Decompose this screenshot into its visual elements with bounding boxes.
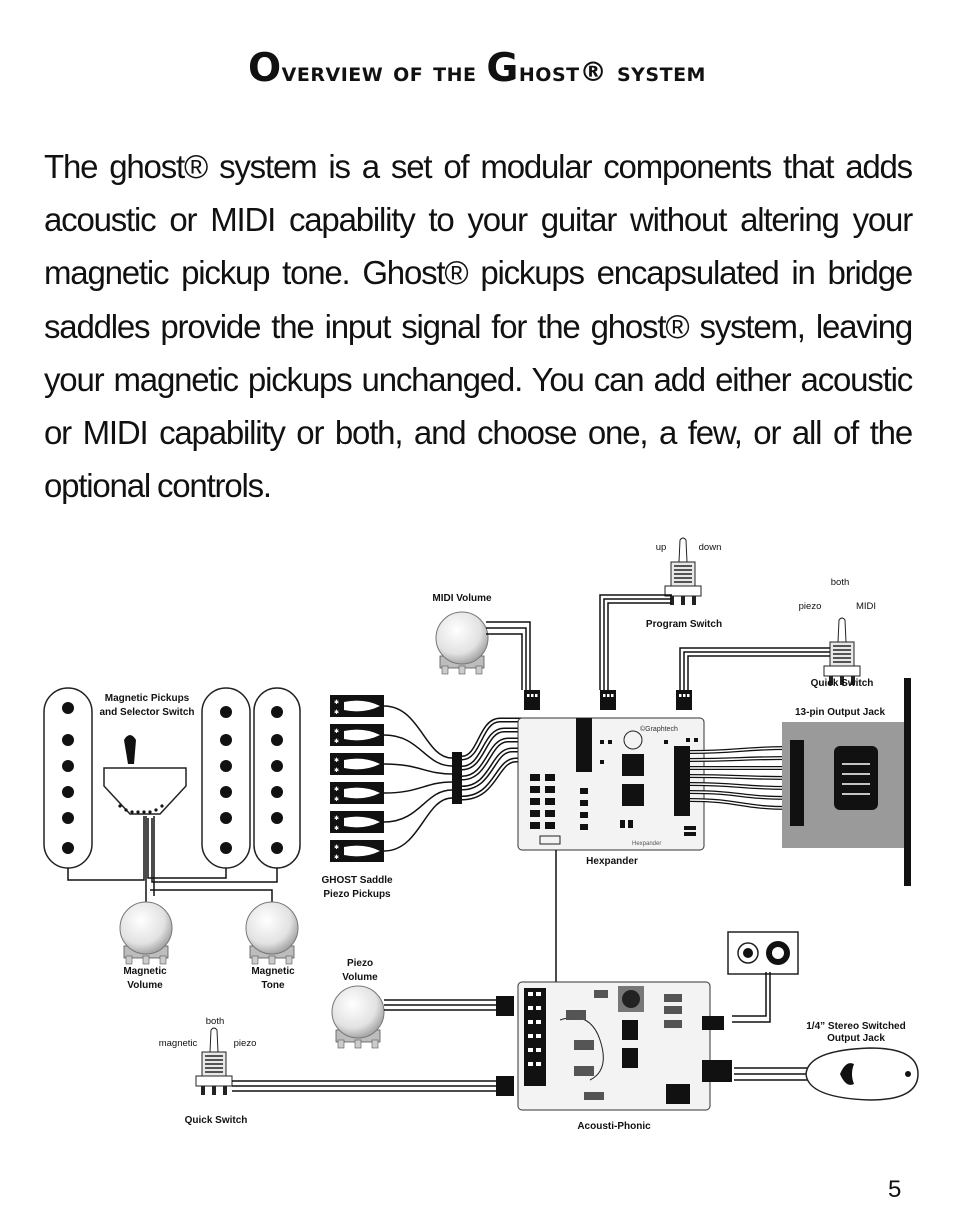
quick-switch-top-connector: [676, 690, 692, 710]
midi-volume-pot: [435, 611, 489, 675]
ghost-saddles: [330, 695, 384, 862]
magnetic-pickups-label-2: and Selector Switch: [99, 707, 194, 718]
piezo-volume-wires: [384, 999, 496, 1011]
magnetic-tone-pot: [245, 901, 299, 965]
acousti-phonic-label: Acousti-Phonic: [577, 1121, 651, 1132]
title-part-1: verview of the: [281, 57, 487, 88]
saddle-connector: [452, 752, 462, 804]
thirteen-pin-label: 13-pin Output Jack: [795, 707, 885, 718]
title-initial-g: G: [486, 46, 519, 91]
magnetic-pickups: [43, 687, 301, 869]
quick-switch-top-label: Quick Switch: [811, 678, 874, 689]
hexpander-brand-text: ©Graphtech: [640, 725, 678, 733]
piezo-volume-label-1: Piezo: [347, 958, 373, 969]
piezo-volume-pot: [331, 985, 385, 1049]
quick-switch-bottom-label: Quick Switch: [185, 1115, 248, 1126]
hexpander-board: ©Graphtech Hexpander: [517, 717, 705, 851]
stereo-jack-label-2: Output Jack: [827, 1033, 885, 1044]
magnetic-volume-label-1: Magnetic: [123, 966, 167, 977]
page-number: 5: [888, 1176, 902, 1203]
midi-volume-label: MIDI Volume: [432, 593, 492, 604]
midi-volume-connector: [524, 690, 540, 710]
program-switch-label: Program Switch: [646, 619, 722, 630]
magnetic-tone-label-2: Tone: [261, 980, 285, 991]
program-switch-connector: [600, 690, 616, 710]
title-initial-o: O: [248, 46, 282, 91]
hexpander-board-text: Hexpander: [632, 841, 661, 847]
ribbon-cable-right-highlight: [689, 747, 791, 809]
qs-bottom-magnetic-label: magnetic: [159, 1038, 198, 1049]
qs-top-both-label: both: [831, 577, 850, 588]
ribbon-cable-left-highlight: [461, 719, 576, 799]
program-up-label: up: [656, 542, 667, 553]
piezo-volume-connector: [496, 996, 514, 1016]
midi-volume-wires: [486, 621, 531, 690]
wiring-diagram: ✱ ✱: [43, 537, 919, 1132]
quick-switch-bottom-connector: [496, 1076, 514, 1096]
quick-switch-top-wires: [679, 647, 830, 690]
stereo-output-jack: [727, 931, 919, 1101]
quick-switch-bottom-wires: [232, 1080, 496, 1092]
magnetic-volume-label-2: Volume: [127, 980, 163, 991]
program-down-label: down: [699, 542, 722, 553]
saddle-wires: [383, 705, 453, 852]
title-part-2: host® system: [518, 57, 706, 88]
quick-switch-bottom: [195, 1027, 233, 1096]
thirteen-pin-output-jack: [782, 678, 911, 886]
ghost-saddle-label-1: GHOST Saddle: [321, 875, 393, 886]
intro-paragraph: The ghost® system is a set of modular co…: [44, 148, 913, 505]
pickup-wiring: [67, 816, 278, 902]
magnetic-volume-pot: [119, 901, 173, 965]
selector-switch: [103, 735, 187, 815]
hexpander-label: Hexpander: [586, 856, 638, 867]
qs-bottom-both-label: both: [206, 1016, 225, 1027]
qs-bottom-piezo-label: piezo: [234, 1038, 257, 1049]
ghost-saddle-label-2: Piezo Pickups: [323, 889, 391, 900]
qs-top-midi-label: MIDI: [856, 601, 876, 612]
qs-top-piezo-label: piezo: [799, 601, 822, 612]
magnetic-pickups-label-1: Magnetic Pickups: [105, 693, 190, 704]
stereo-jack-label-1: 1/4” Stereo Switched: [806, 1021, 905, 1032]
magnetic-tone-label-1: Magnetic: [251, 966, 295, 977]
piezo-volume-label-2: Volume: [342, 972, 378, 983]
page-title: Overview of the Ghost® system: [0, 46, 954, 91]
program-switch-wires: [599, 594, 672, 690]
acousti-phonic-board: [517, 981, 732, 1111]
